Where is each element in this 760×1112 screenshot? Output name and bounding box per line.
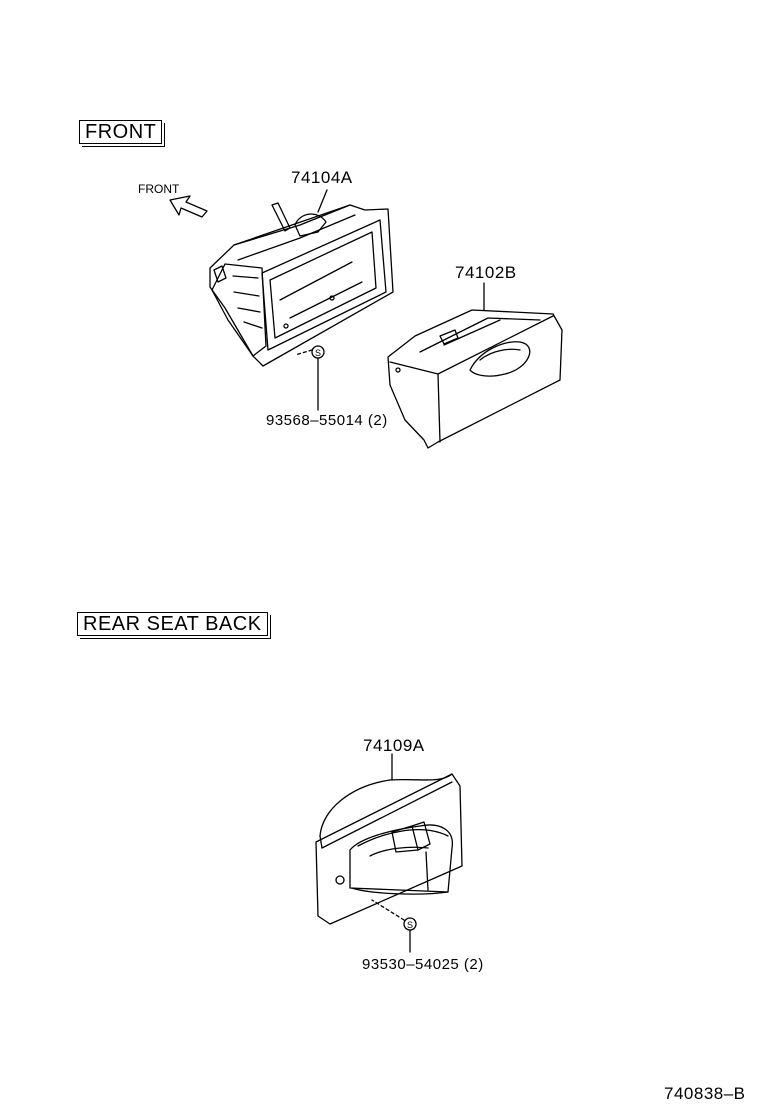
part-number-93530-54025[interactable]: 93530–54025 (2) bbox=[362, 956, 484, 973]
part-number-74104a[interactable]: 74104A bbox=[291, 168, 353, 187]
cup-holder-74104a-drawing bbox=[210, 190, 393, 410]
diagram-code: 740838–B bbox=[664, 1084, 746, 1103]
part-number-74102b[interactable]: 74102B bbox=[455, 263, 517, 282]
part-number-93568-55014[interactable]: 93568–55014 (2) bbox=[266, 412, 388, 429]
front-direction-label: FRONT bbox=[138, 182, 180, 196]
cup-holder-box-74102b-drawing bbox=[388, 283, 562, 448]
screw-symbol: S bbox=[315, 348, 321, 358]
front-direction-arrow bbox=[170, 196, 207, 217]
rear-cup-holder-74109a-drawing bbox=[316, 754, 462, 952]
part-number-74109a[interactable]: 74109A bbox=[363, 736, 425, 755]
screw-symbol: S bbox=[407, 920, 413, 930]
front-section-label: FRONT bbox=[79, 120, 166, 147]
